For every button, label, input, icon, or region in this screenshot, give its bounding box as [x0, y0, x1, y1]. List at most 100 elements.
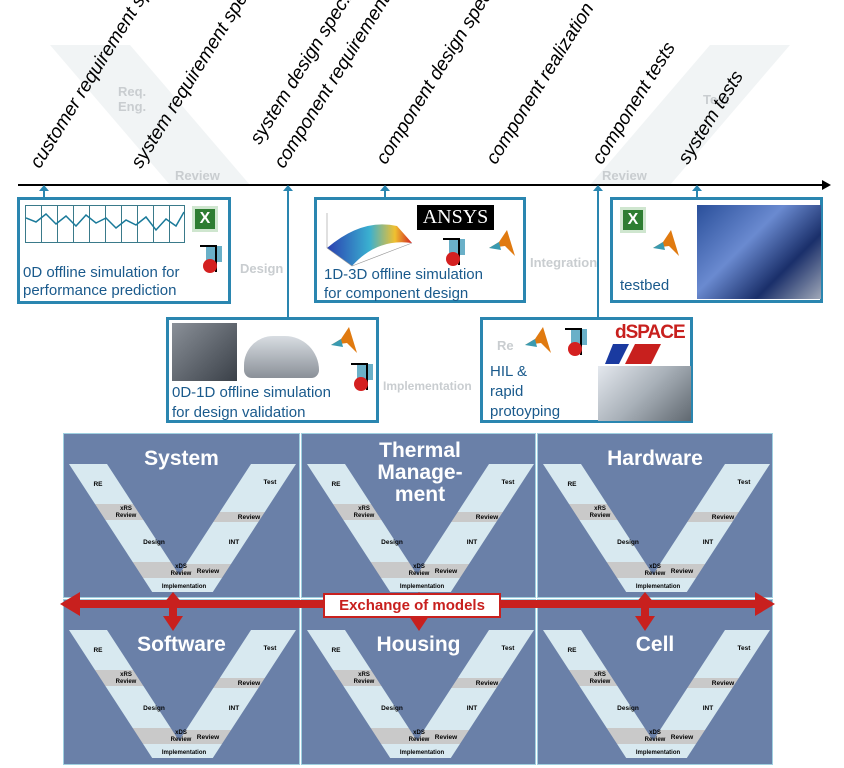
int-phase — [424, 688, 497, 730]
review-phase-lower — [176, 564, 231, 578]
control-unit-image — [598, 366, 691, 421]
plot-image — [25, 205, 185, 243]
xds-review-label: Review — [645, 737, 666, 743]
implementation-phase — [381, 578, 460, 592]
implementation-phase — [381, 744, 460, 758]
watermark-design: Design — [240, 261, 284, 276]
vertical-arrow-3 — [635, 592, 655, 631]
box5-text-line1: HIL & — [490, 363, 527, 380]
test-label: Test — [502, 479, 516, 486]
review-phase-upper — [451, 678, 503, 688]
test-phase — [693, 464, 770, 512]
implementation-label: Implementation — [162, 750, 207, 756]
watermark-review-left: Review — [175, 168, 220, 183]
box3-text-line1: testbed — [620, 277, 670, 294]
tool-box-0d1d-validation: 0D-1D offline simulation for design vali… — [166, 317, 379, 423]
tool-box-0d-performance: X 0D offline simulation for performance … — [17, 197, 231, 304]
xrs-review-phase — [95, 670, 144, 686]
testbed-photo — [697, 205, 821, 299]
design-phase — [579, 686, 645, 728]
implementation-phase — [143, 578, 222, 592]
design-label: Design — [143, 705, 165, 712]
xrs-review-label: Review — [116, 513, 137, 519]
xrs-review-phase — [569, 504, 618, 520]
xrs-review-label: Review — [116, 679, 137, 685]
int-label: INT — [703, 705, 714, 712]
surface-plot-image — [326, 213, 413, 267]
design-phase — [343, 686, 409, 728]
simulation-tool-icon — [351, 363, 373, 391]
int-label: INT — [229, 539, 240, 546]
int-label: INT — [467, 705, 478, 712]
box1-text-line2: performance prediction — [23, 282, 177, 299]
design-label: Design — [143, 539, 165, 546]
milestone-component-design: component design spec. — [372, 0, 500, 169]
review-phase-upper — [213, 512, 265, 522]
arrowhead-right — [755, 592, 775, 616]
review-phase-lower — [650, 564, 705, 578]
panel-title: Housing — [376, 633, 461, 656]
re-label: RE — [567, 481, 577, 488]
xds-review-phase — [606, 728, 656, 744]
review-label-lower: Review — [435, 734, 458, 741]
xrs-label: xRS — [594, 506, 606, 512]
design-label: Design — [381, 705, 403, 712]
review-label-lower: Review — [435, 568, 458, 575]
panel-title: Hardware — [607, 447, 703, 470]
re-label: RE — [331, 481, 341, 488]
implementation-label: Implementation — [162, 584, 207, 590]
review-label-upper: Review — [712, 514, 735, 521]
re-phase — [543, 464, 607, 504]
implementation-label: Implementation — [636, 584, 681, 590]
design-label: Design — [617, 539, 639, 546]
test-label: Test — [264, 479, 278, 486]
review-phase-upper — [213, 678, 265, 688]
matlab-icon — [525, 327, 551, 353]
review-phase-lower — [414, 564, 469, 578]
xds-review-phase — [132, 562, 182, 578]
implementation-phase — [617, 744, 696, 758]
re-phase — [307, 464, 371, 504]
xrs-review-phase — [95, 504, 144, 520]
xds-review-label: Review — [409, 571, 430, 577]
xds-review-label: Review — [645, 571, 666, 577]
int-label: INT — [703, 539, 714, 546]
re-label: RE — [93, 481, 103, 488]
dspace-logo: dSPACE — [615, 322, 686, 343]
panel-title: Thermal Manage-ment — [377, 439, 463, 506]
watermark-integration: Integration — [530, 255, 598, 270]
review-label-upper: Review — [238, 680, 261, 687]
test-phase — [219, 630, 296, 678]
review-phase-upper — [451, 512, 503, 522]
re-phase — [307, 630, 371, 670]
implementation-phase — [617, 578, 696, 592]
excel-icon: X — [620, 207, 646, 233]
implementation-label: Implementation — [400, 750, 445, 756]
test-phase — [219, 464, 296, 512]
int-phase — [186, 522, 259, 564]
box5-text-line3: protoyping — [490, 403, 561, 420]
box2-text-line1: 1D-3D offline simulation — [324, 266, 483, 283]
box4-text-line1: 0D-1D offline simulation — [172, 384, 331, 401]
box5-text-line2: rapid — [490, 383, 524, 400]
int-phase — [660, 688, 733, 730]
test-label: Test — [264, 645, 278, 652]
simulation-tool-icon — [443, 238, 465, 266]
xrs-review-phase — [333, 504, 382, 520]
tool-box-hil: Re dSPACE HIL & rapid protoyping — [480, 317, 693, 423]
box2-text-line2: for component design — [324, 285, 469, 302]
xds-review-phase — [370, 562, 420, 578]
tool-box-testbed: X testbed — [610, 197, 823, 303]
xds-label: xDS — [649, 730, 661, 736]
test-label: Test — [738, 479, 752, 486]
matlab-icon — [331, 327, 357, 353]
xrs-label: xRS — [594, 672, 606, 678]
review-phase-upper — [687, 512, 739, 522]
watermark-review-mid: Re — [497, 338, 514, 353]
xds-review-label: Review — [171, 571, 192, 577]
